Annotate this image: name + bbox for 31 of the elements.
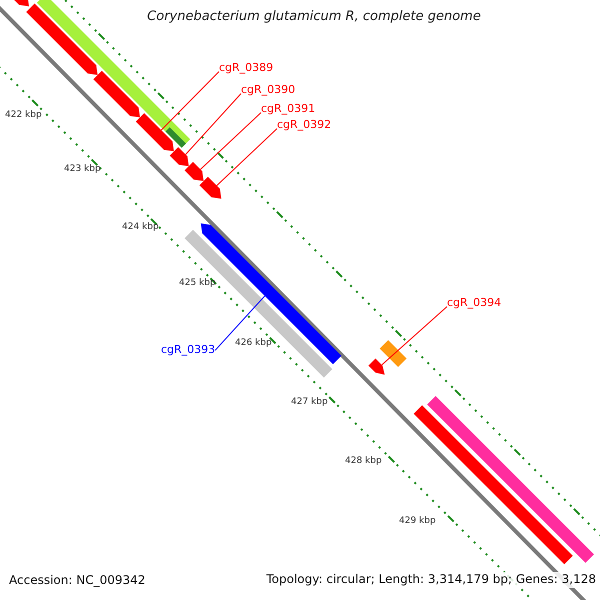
gene-bar [368,358,385,375]
gene-bar [380,340,407,367]
tick-label: 422 kbp [5,110,42,120]
gene-label: cgR_0391 [261,103,316,116]
title: Corynebacterium glutamicum R, complete genome [146,10,482,25]
gene-label: cgR_0393 [161,344,216,357]
leader-line [185,93,242,155]
tick-label: 427 kbp [291,397,328,408]
tick-label: 426 kbp [235,338,272,348]
leader-line [381,306,448,366]
footer-text: Topology: circular; Length: 3,314,179 bp; Genes: 3,128 [264,572,598,588]
gene-label: cgR_0392 [277,119,332,132]
footer-text: Accession: NC_009342 [9,574,146,588]
leader-line [214,295,266,351]
tick-label: 429 kbp [399,516,436,526]
leader-line [200,112,262,170]
leader-line [160,71,220,131]
tick-label: 425 kbp [179,278,216,288]
gene-label: cgR_0389 [219,62,274,75]
gene-bar [184,162,204,181]
gene-bar [199,176,222,199]
gene-bar [26,4,98,75]
gene-label: cgR_0394 [447,297,502,310]
tick-label: 423 kbp [64,164,101,174]
gene-bar [136,113,174,152]
gene-bar [414,405,573,564]
gene-bar [93,70,140,118]
tick-label: 428 kbp [345,456,382,466]
tick-label: 424 kbp [122,222,159,232]
leader-line [216,128,278,186]
gene-label: cgR_0390 [241,84,296,97]
